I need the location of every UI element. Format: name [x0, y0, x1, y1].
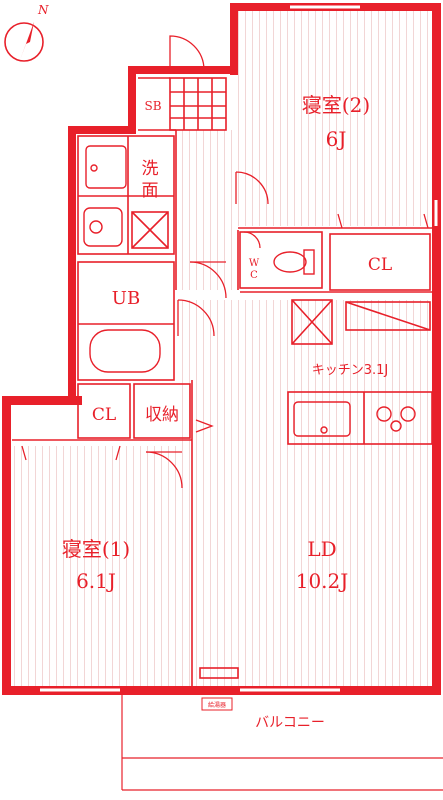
north-arrow-icon: [4, 22, 44, 62]
washbasin-icon: [83, 207, 123, 247]
bedroom2-size: 6J: [326, 127, 347, 151]
north-label: N: [37, 3, 49, 17]
sink-icon: [85, 145, 127, 189]
toilet-icon: [273, 251, 307, 273]
ld-size: 10.2J: [296, 569, 349, 593]
storage-label: 収納: [145, 405, 179, 425]
wc-label-2: C: [250, 270, 258, 281]
water-heater-label: 給湯器: [208, 701, 226, 709]
shoe-box-label: SB: [144, 99, 161, 113]
window-sashes: [40, 4, 360, 693]
interior-walls: [12, 77, 433, 686]
stove-burner-icon: [376, 406, 392, 422]
kitchen-label: キッチン3.1J: [312, 363, 389, 378]
bathtub-icon: [89, 329, 161, 373]
fixtures: [83, 145, 416, 437]
windows: [40, 5, 438, 692]
unit-bath-label: UB: [112, 288, 140, 309]
washroom-label-1: 洗: [142, 159, 159, 179]
closet-left-label: CL: [92, 405, 116, 425]
ld-name: LD: [307, 537, 336, 561]
bedroom1-name: 寝室(1): [62, 537, 130, 561]
wc-label-1: W: [249, 258, 260, 269]
balcony: [121, 695, 443, 791]
kitchen-sink-icon: [293, 401, 351, 437]
closet-top-label: CL: [368, 255, 392, 275]
washroom-label-2: 面: [142, 181, 159, 201]
bedroom1-size: 6.1J: [76, 569, 116, 593]
balcony-label: バルコニー: [255, 715, 325, 731]
floor-texture: [12, 10, 434, 686]
doors: [21, 35, 429, 489]
bedroom2-name: 寝室(2): [302, 93, 370, 117]
